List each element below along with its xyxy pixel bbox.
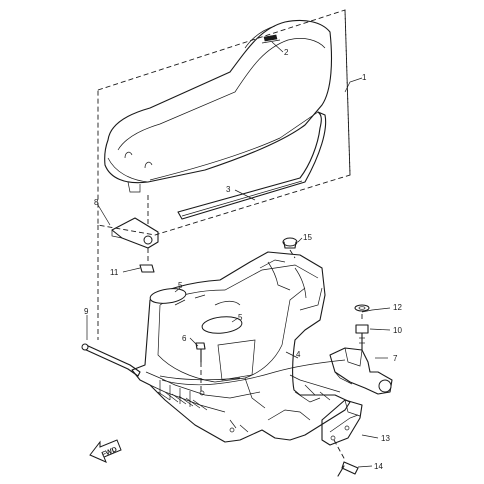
callout-8: 8 xyxy=(94,198,99,207)
forward-direction-arrow: FWD xyxy=(89,439,122,463)
rod-9 xyxy=(81,225,141,377)
callout-3: 3 xyxy=(226,185,231,194)
seat xyxy=(104,19,333,193)
callout-labels: 1 2 3 4 5 5 6 7 8 9 10 11 12 13 14 15 xyxy=(84,48,402,471)
seat-assembly-outline xyxy=(97,9,351,236)
washer-12 xyxy=(354,304,370,312)
callout-4: 4 xyxy=(296,350,301,359)
callout-5-upper: 5 xyxy=(178,281,183,290)
cap-15 xyxy=(282,237,298,259)
screw-14 xyxy=(333,439,359,477)
callout-5-lower: 5 xyxy=(238,313,243,322)
callout-15: 15 xyxy=(303,233,312,242)
callout-9: 9 xyxy=(84,307,89,316)
callout-11: 11 xyxy=(110,268,119,277)
callout-10: 10 xyxy=(393,326,402,335)
lock-bracket xyxy=(321,399,363,446)
seat-tag xyxy=(261,34,281,44)
seat-trim-strip xyxy=(177,111,327,220)
callout-1: 1 xyxy=(362,73,367,82)
damper-pad-upper xyxy=(149,288,187,304)
nut-11 xyxy=(139,248,155,273)
callout-2: 2 xyxy=(284,48,289,57)
callout-14: 14 xyxy=(374,462,383,471)
storage-box xyxy=(131,251,351,443)
screw-10 xyxy=(355,314,369,351)
damper-pad-lower xyxy=(201,316,243,334)
leader-lines xyxy=(86,41,391,468)
seat-lock xyxy=(329,347,393,395)
callout-6: 6 xyxy=(182,334,187,343)
callout-12: 12 xyxy=(393,303,402,312)
callout-13: 13 xyxy=(381,434,390,443)
hinge-bracket xyxy=(111,195,159,249)
seat-lock-cable xyxy=(159,359,346,386)
bolt-6 xyxy=(195,342,206,392)
callout-7: 7 xyxy=(393,354,398,363)
